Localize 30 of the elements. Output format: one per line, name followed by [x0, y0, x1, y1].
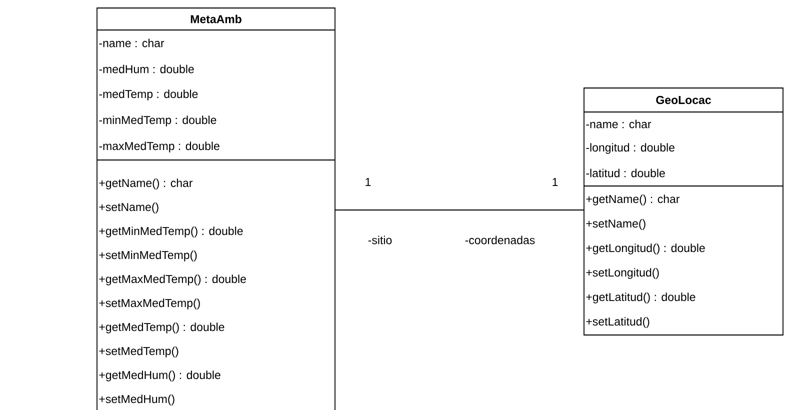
method-text: +getMaxMedTemp() : double: [99, 274, 246, 286]
method-text: +setMaxMedTemp(): [99, 298, 200, 310]
attribute-text: -longitud : double: [586, 143, 674, 154]
multiplicity-label: 1: [552, 178, 558, 186]
class-name: MetaAmb: [190, 14, 242, 24]
attribute-text: -maxMedTemp : double: [99, 142, 220, 152]
role-label: -coordenadas: [465, 236, 535, 244]
method-text: +setName(): [99, 202, 158, 214]
method-text: +getMedTemp() : double: [99, 322, 224, 334]
attribute-text: -name : char: [99, 38, 164, 48]
method-text: +setMedTemp(): [99, 346, 178, 358]
attribute-text: -medTemp : double: [99, 90, 198, 100]
method-text: +getLongitud() : double: [586, 244, 705, 254]
method-text: +getLatitud() : double: [586, 292, 696, 304]
attribute-text: -latitud : double: [586, 168, 665, 178]
method-text: +setLatitud(): [586, 317, 650, 328]
method-text: +getName() : char: [586, 194, 680, 206]
method-text: +setMinMedTemp(): [99, 250, 197, 262]
method-text: +setName(): [586, 219, 646, 230]
class-name: GeoLocac: [656, 96, 711, 104]
method-text: +getName() : char: [99, 178, 193, 190]
role-label: -sitio: [368, 236, 392, 244]
attribute-text: -name : char: [586, 120, 652, 128]
method-text: +setLongitud(): [586, 268, 659, 279]
attribute-text: -minMedTemp : double: [99, 116, 216, 126]
method-text: +getMinMedTemp() : double: [99, 226, 243, 238]
method-text: +getMedHum() : double: [99, 370, 220, 382]
method-text: +setMedHum(): [99, 394, 174, 406]
attribute-text: -medHum : double: [99, 64, 194, 74]
multiplicity-label: 1: [366, 178, 371, 186]
